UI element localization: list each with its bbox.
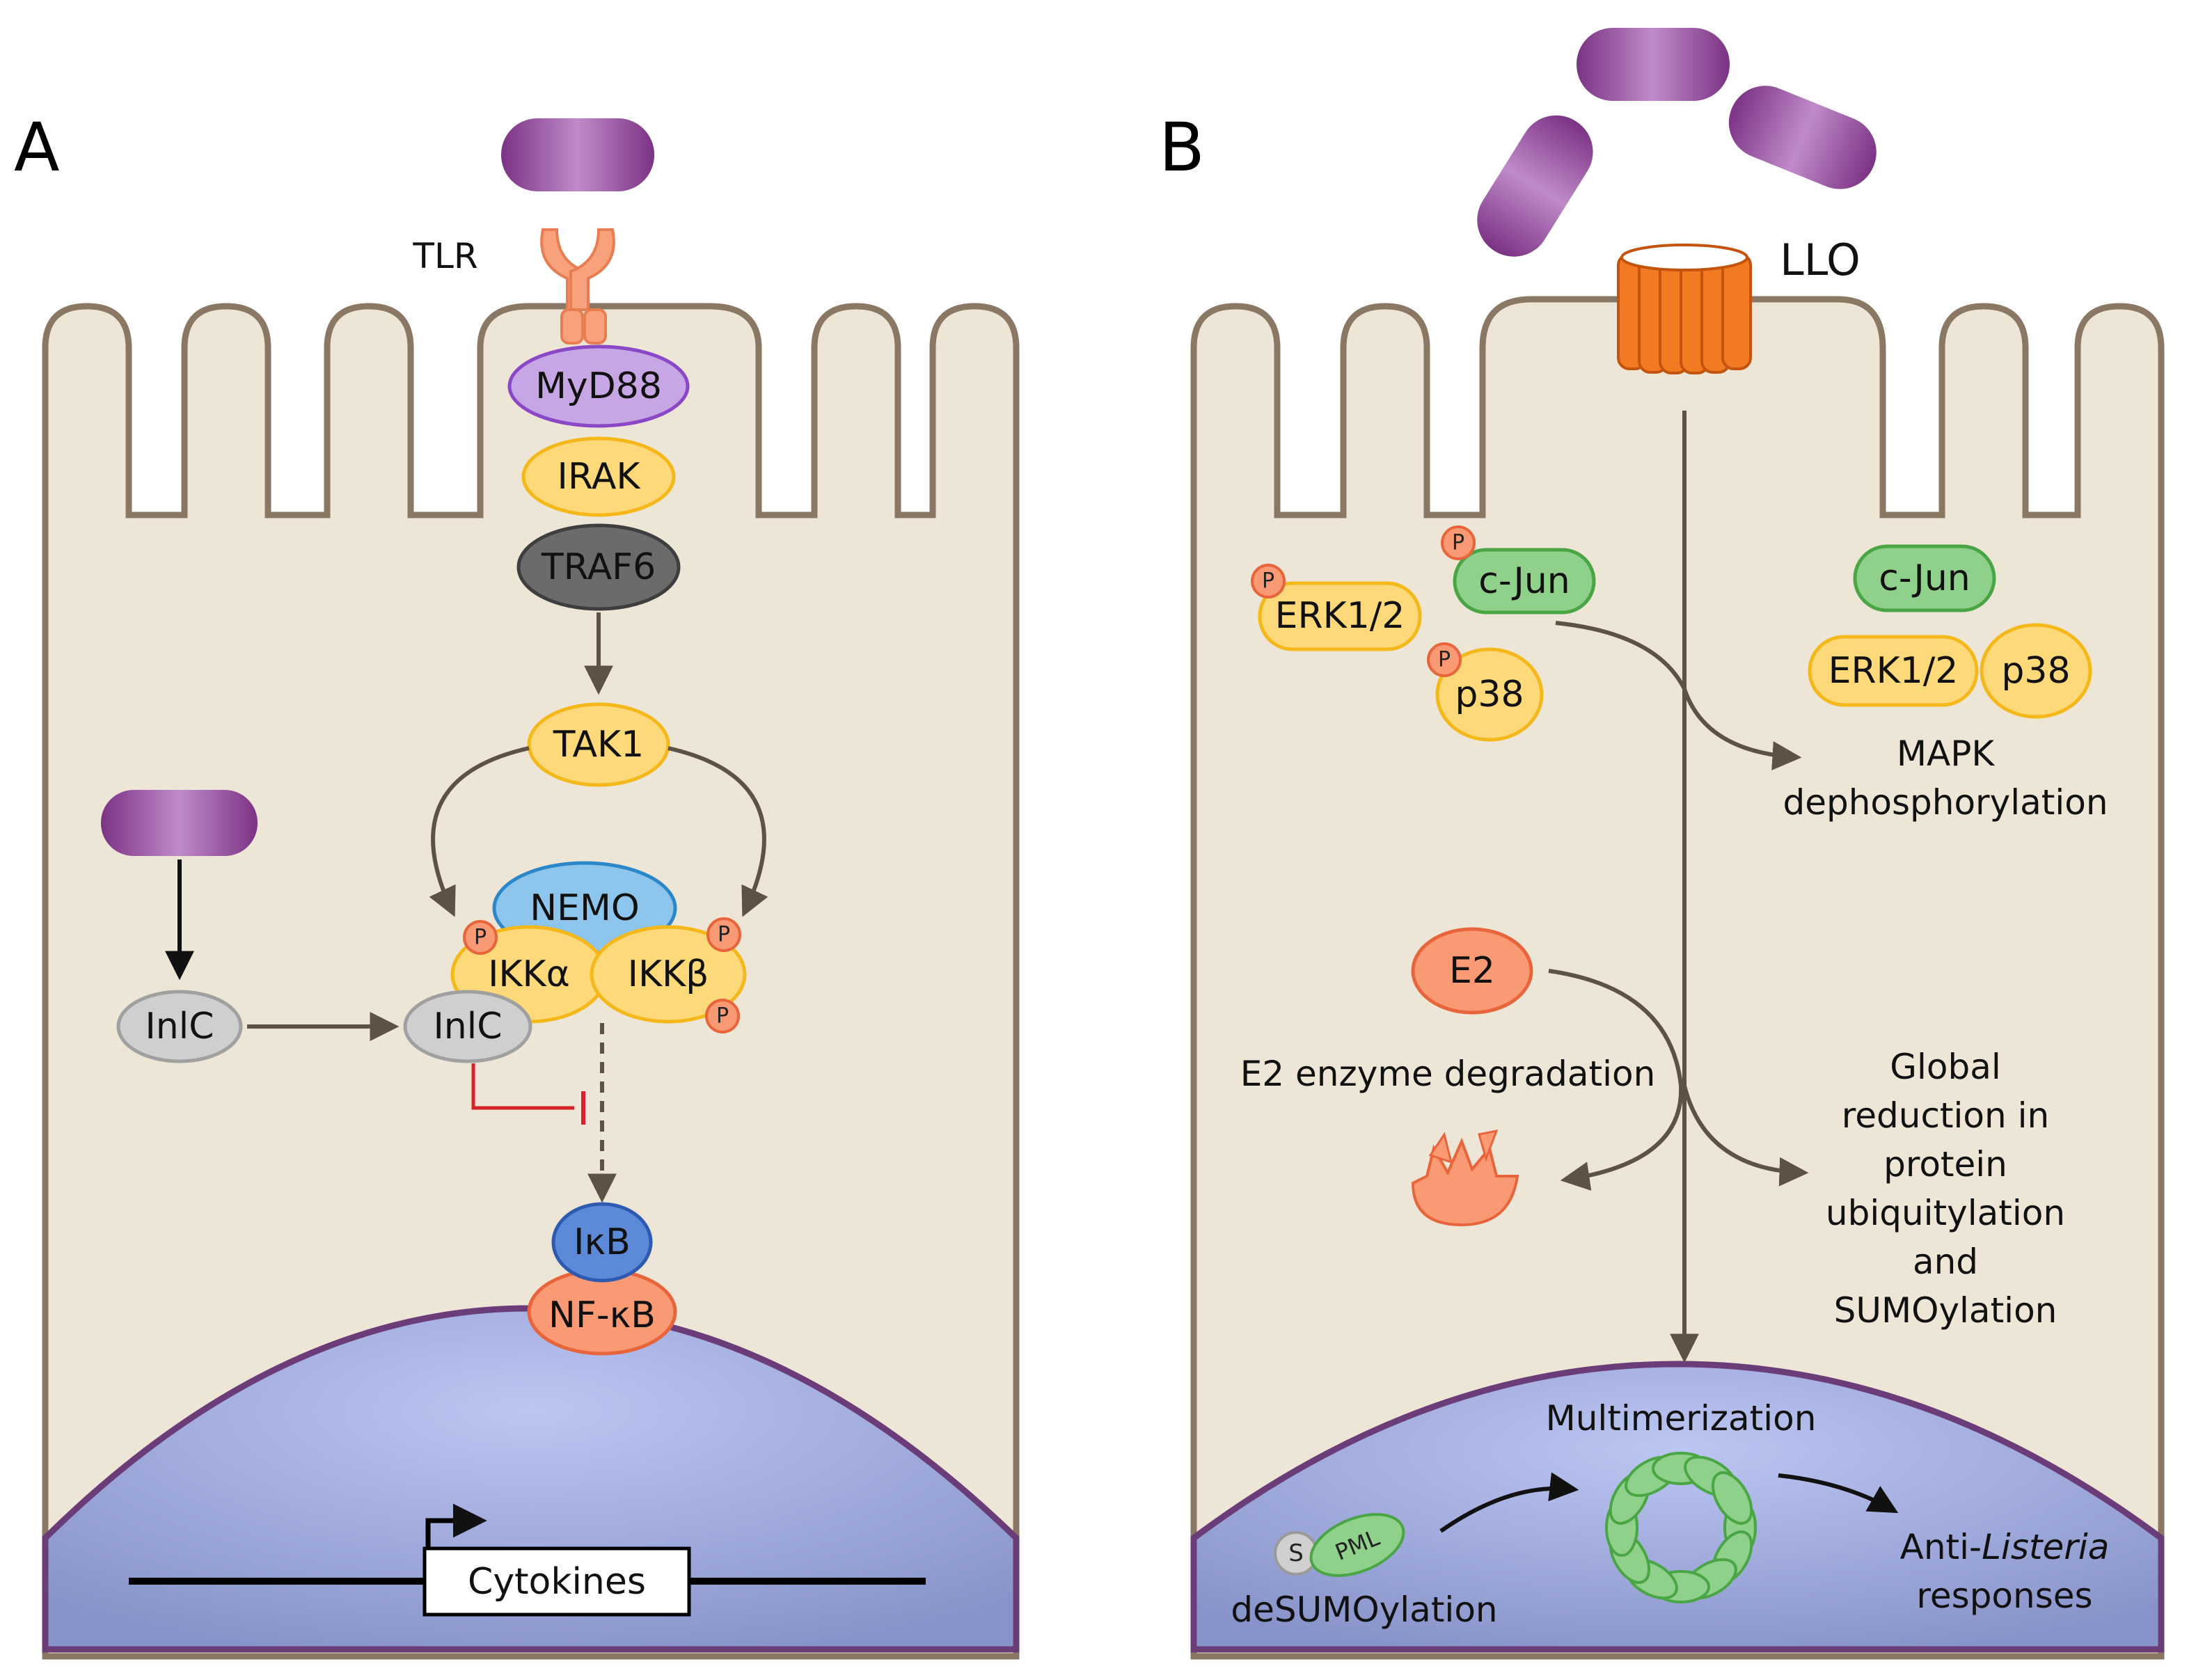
tlr-receptor: [540, 228, 615, 344]
phospho-cjun-label: P: [1452, 531, 1464, 555]
irak-node: [521, 436, 676, 517]
phospho-cjun: [1441, 525, 1476, 560]
inhibition-line: [471, 1063, 574, 1110]
tlr-label: TLR: [412, 236, 477, 276]
arrow-global-reduction: [1682, 1085, 1809, 1187]
llo-pore: [1617, 244, 1752, 374]
cjun-node: [1853, 544, 1996, 612]
degraded-e2-icon: [1411, 1129, 1519, 1227]
bacterium-b-1: [1577, 28, 1730, 101]
ikb-node: [551, 1202, 653, 1283]
nucleus-b: [1190, 1361, 2165, 1653]
erk-p-node: [1258, 581, 1422, 651]
phospho-p38: [1427, 642, 1462, 677]
phospho-ikkb-bottom: [705, 999, 740, 1033]
panel-a: A Cytokines TLR MyD88 IRAK TRAF6: [14, 109, 1020, 1660]
myd88-node: [507, 344, 690, 428]
pml-monomer: [1711, 1471, 1753, 1525]
phospho-p38-label: P: [1438, 648, 1451, 672]
ikkb-label: IKKβ: [628, 953, 709, 995]
traf6-node: [516, 523, 681, 611]
p38-node: [1980, 623, 2092, 719]
cytokines-box: [422, 1546, 691, 1617]
global-line3: protein: [1883, 1144, 2007, 1184]
e2-label: E2: [1449, 950, 1495, 992]
arrow-multimer-responses: [1778, 1473, 1899, 1514]
global-line2: reduction in: [1842, 1095, 2049, 1136]
promoter-arrow: [425, 1503, 487, 1548]
sumo-label: S: [1288, 1539, 1304, 1567]
global-line4: ubiquitylation: [1826, 1193, 2065, 1233]
bacterium-a-left: [101, 790, 258, 856]
anti-listeria-line1: Anti-Listeria: [1900, 1527, 2110, 1567]
ikka-label: IKKα: [488, 953, 570, 995]
arrow-desumo-multimer: [1439, 1472, 1579, 1533]
phospho-ikkb-bottom-label: P: [716, 1004, 729, 1029]
p38-p-label: p38: [1455, 674, 1524, 715]
arrow-e2-degradation: [1548, 969, 1684, 1191]
p38-p-node: [1435, 647, 1544, 742]
erk-node: [1808, 635, 1979, 707]
tak1-node: [527, 702, 670, 787]
phospho-erk: [1251, 564, 1286, 599]
erk-p-label: ERK1/2: [1275, 595, 1405, 637]
traf6-label: TRAF6: [541, 546, 656, 588]
ikkb-node: [590, 925, 747, 1024]
inlc-left-label: InlC: [145, 1006, 214, 1047]
panel-a-letter: A: [14, 109, 60, 187]
arrow-mapk-dephosphorylation: [1555, 621, 1802, 770]
e2-node: [1411, 927, 1533, 1015]
irak-label: IRAK: [557, 456, 641, 498]
bacterium-b-2: [1728, 86, 1877, 189]
bacterium-b-3: [1477, 115, 1593, 257]
e2-degradation-label: E2 enzyme degradation: [1240, 1054, 1656, 1094]
anti-listeria-line2: responses: [1916, 1576, 2092, 1616]
phospho-ikkb-top: [706, 917, 741, 952]
p38-label: p38: [2001, 650, 2070, 692]
cjun-label: c-Jun: [1879, 557, 1970, 599]
inlc-right-label: InlC: [433, 1006, 502, 1047]
ikb-label: IκB: [574, 1221, 631, 1263]
phospho-ikka: [463, 920, 498, 955]
pml-node: [1309, 1513, 1405, 1577]
inlc-left-node: [116, 990, 243, 1063]
bacterium-a-top: [501, 118, 654, 191]
desumoylation-label: deSUMOylation: [1231, 1590, 1497, 1630]
nemo-label: NEMO: [530, 887, 640, 929]
myd88-label: MyD88: [535, 365, 662, 407]
arrow-tak1-ikkb: [668, 746, 768, 917]
erk-label: ERK1/2: [1828, 650, 1959, 692]
mapk-line2: dephosphorylation: [1783, 782, 2108, 823]
cjun-p-node: [1453, 548, 1596, 615]
tak1-label: TAK1: [553, 724, 644, 766]
phospho-erk-label: P: [1262, 569, 1274, 594]
phospho-ikkb-top-label: P: [718, 923, 730, 947]
nfkb-label: NF-κB: [548, 1294, 656, 1336]
pml-ring: [1605, 1452, 1757, 1603]
panel-b: B LLO c-Jun P ERK1/2 P p38: [1159, 28, 2165, 1660]
arrow-tak1-ikka: [429, 746, 530, 917]
cytokines-label: Cytokines: [468, 1561, 646, 1603]
panel-b-letter: B: [1159, 109, 1205, 187]
global-line5: and: [1913, 1242, 1978, 1282]
global-line6: SUMOylation: [1834, 1290, 2057, 1331]
llo-label: LLO: [1780, 235, 1861, 285]
global-line1: Global: [1890, 1047, 2001, 1087]
mapk-line1: MAPK: [1897, 734, 1995, 774]
inlc-right-node: [403, 990, 532, 1063]
multimerization-label: Multimerization: [1546, 1398, 1817, 1439]
phospho-ikka-label: P: [474, 926, 487, 950]
cjun-p-label: c-Jun: [1478, 560, 1570, 602]
